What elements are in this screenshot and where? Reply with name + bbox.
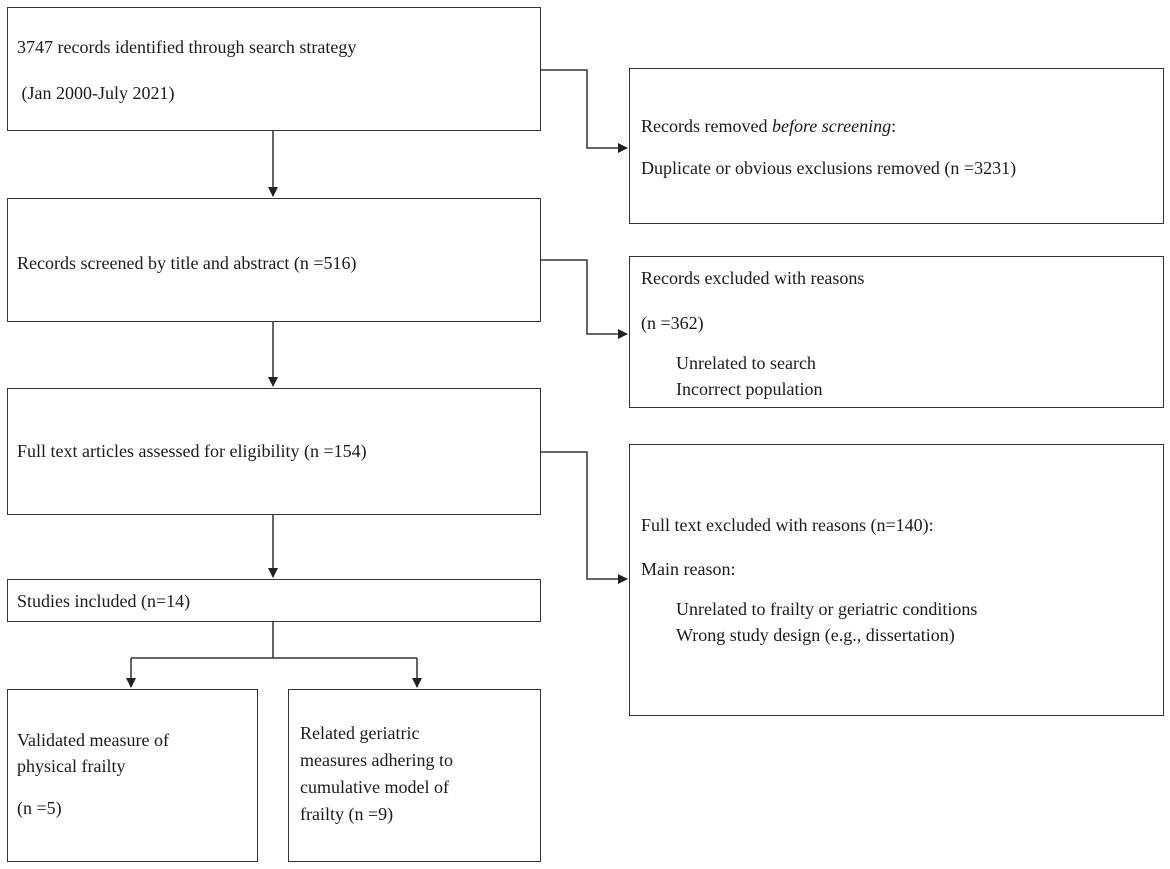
related-line1: Related geriatric	[300, 723, 420, 743]
fulltext-excluded-line2: Main reason:	[641, 559, 736, 579]
box-studies-included	[7, 579, 541, 622]
box-related-measures	[288, 689, 541, 862]
excluded-line1: Records excluded with reasons	[641, 268, 865, 288]
box-records-excluded	[629, 256, 1164, 408]
physical-count: (n =5)	[17, 798, 62, 818]
box-records-identified	[7, 7, 541, 131]
related-line3: cumulative model of	[300, 777, 449, 797]
box-fulltext-assessed	[7, 388, 541, 515]
included-line1: Studies included (n=14)	[17, 591, 191, 611]
box-fulltext-excluded	[629, 444, 1164, 716]
identified-line2: (Jan 2000-July 2021)	[17, 83, 175, 103]
physical-line2: physical frailty	[17, 756, 126, 776]
box-physical-frailty	[7, 689, 258, 862]
fulltext-excluded-reason-2: Wrong study design (e.g., dissertation)	[676, 625, 955, 645]
box-records-screened	[7, 198, 541, 322]
removed-line1-suffix: :	[891, 116, 897, 136]
arrow-to-excluded	[541, 259, 628, 339]
excluded-reason-2: Incorrect population	[676, 379, 823, 399]
box-records-removed	[629, 68, 1164, 224]
related-line2: measures adhering to	[300, 750, 453, 770]
removed-line1: Records removed before screening:	[641, 115, 896, 137]
arrow-to-removed	[541, 69, 628, 153]
arrow-to-fulltext-excluded	[541, 451, 628, 584]
removed-line1-italic: before screening	[771, 116, 892, 136]
related-line4: frailty (n =9)	[300, 804, 394, 824]
fulltext-line1: Full text articles assessed for eligibil…	[17, 441, 367, 461]
fulltext-excluded-line1: Full text excluded with reasons (n=140):	[641, 515, 934, 535]
removed-line2: Duplicate or obvious exclusions removed …	[641, 158, 1017, 178]
physical-line1: Validated measure of	[17, 730, 169, 750]
screened-line1: Records screened by title and abstract (…	[17, 253, 357, 273]
fulltext-excluded-reason-1: Unrelated to frailty or geriatric condit…	[676, 599, 978, 619]
identified-line1: 3747 records identified through search s…	[17, 37, 357, 57]
removed-line1-prefix: Records removed	[641, 116, 772, 136]
excluded-reason-1: Unrelated to search	[676, 353, 816, 373]
excluded-line2: (n =362)	[641, 313, 704, 333]
